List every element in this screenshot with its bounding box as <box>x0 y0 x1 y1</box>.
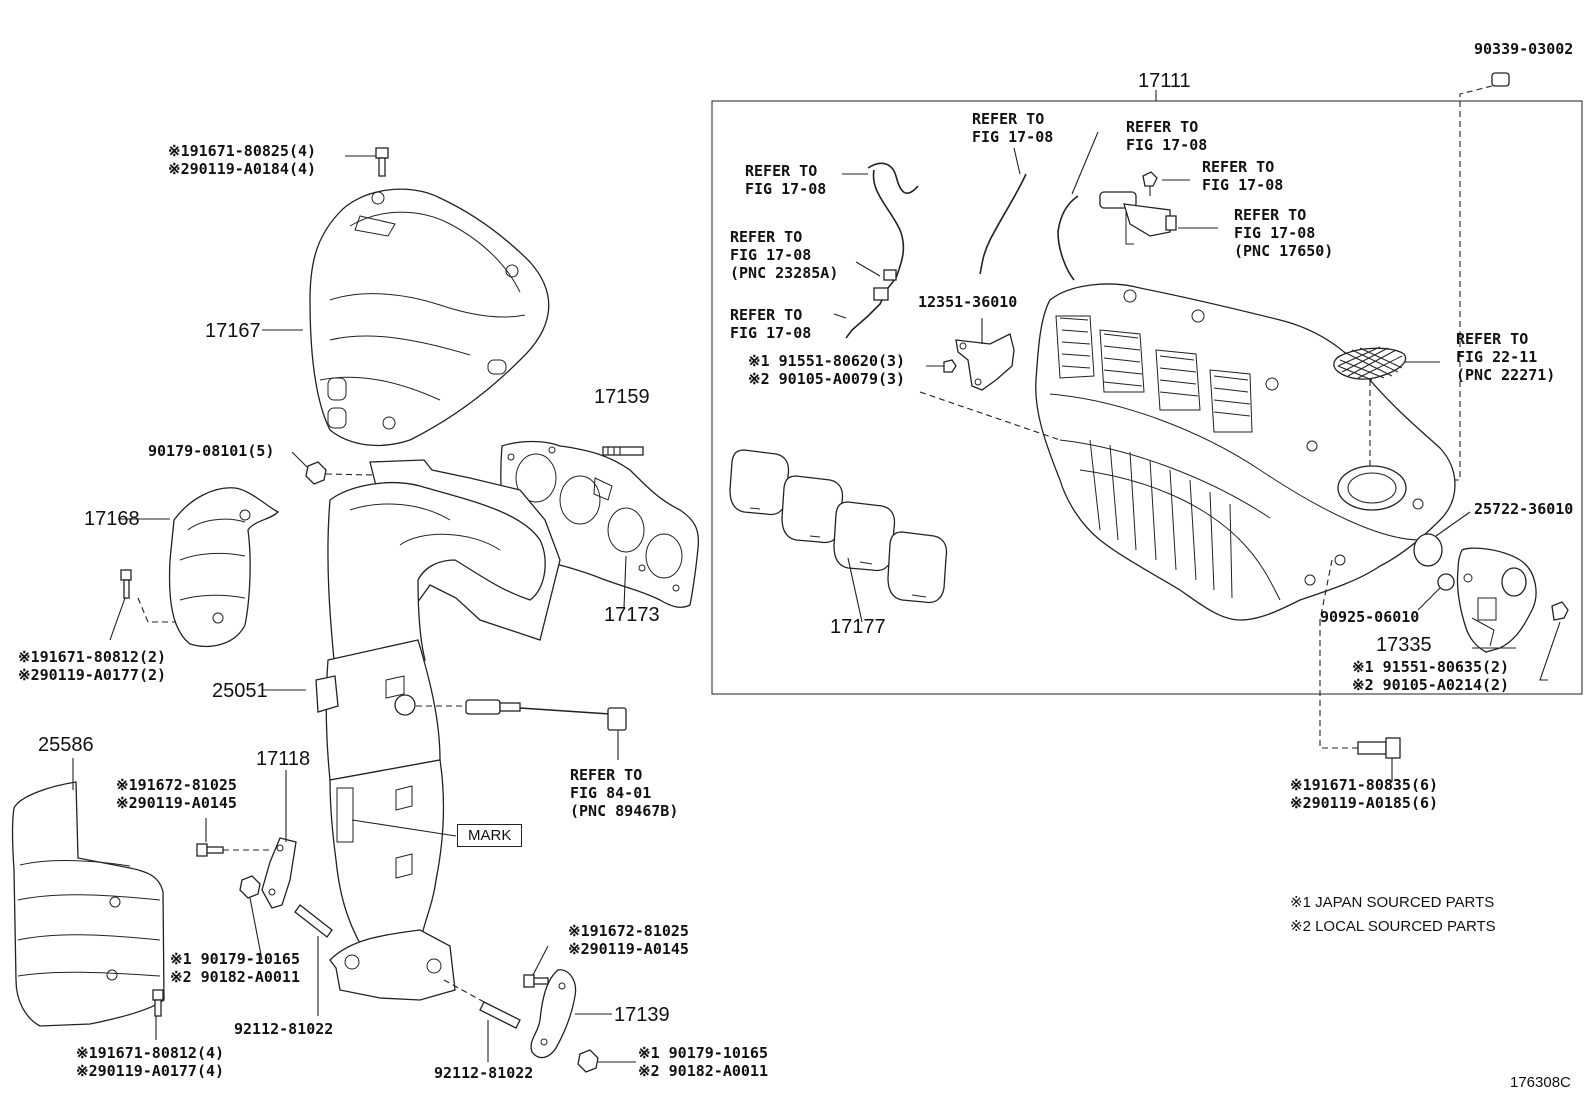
label-bolt-81025-b: ※191672-81025 ※290119-A0145 <box>568 922 689 958</box>
label-nut-10165-a: ※1 90179-10165 ※2 90182-A0011 <box>170 950 300 986</box>
label-bolt-80825: ※191671-80825(4) ※290119-A0184(4) <box>168 142 317 178</box>
label-refer-e: REFER TO FIG 17-08 (PNC 23285A) <box>730 228 839 282</box>
label-gasket-25722: 25722-36010 <box>1474 500 1574 518</box>
bolt-80825 <box>345 147 389 177</box>
label-refer-g: REFER TO FIG 17-08 <box>730 306 812 342</box>
label-bolt-80812-b: ※191671-80812(4) ※290119-A0177(4) <box>76 1044 225 1080</box>
nut-90179-10165-a <box>239 875 263 961</box>
label-12351-36010: 12351-36010 <box>918 293 1018 311</box>
bracket-12351 <box>919 318 1061 441</box>
stud-92112-a <box>294 904 333 1016</box>
bolt-80635 <box>1539 601 1569 681</box>
part-number-25051: 25051 <box>212 680 268 702</box>
hose-b <box>979 147 1027 275</box>
label-refer-c: REFER TO FIG 17-08 <box>1126 118 1208 154</box>
label-stud-92112-a: 92112-81022 <box>234 1020 334 1038</box>
stud-17159 <box>602 446 644 456</box>
heat-insulator-17167 <box>262 188 550 447</box>
insulator-25586 <box>11 758 165 1027</box>
mark-callout: MARK <box>457 824 523 847</box>
part-number-17177: 17177 <box>830 616 886 638</box>
intake-manifold-body <box>1035 283 1456 621</box>
label-nut-10165-b: ※1 90179-10165 ※2 90182-A0011 <box>638 1044 768 1080</box>
label-bolt-80835: ※191671-80835(6) ※290119-A0185(6) <box>1290 776 1439 812</box>
part-number-17167: 17167 <box>205 320 261 342</box>
plug-90339 <box>1320 72 1510 481</box>
label-refer-b: REFER TO FIG 17-08 <box>972 110 1054 146</box>
label-90339-03002: 90339-03002 <box>1474 40 1574 58</box>
part-number-17335: 17335 <box>1376 634 1432 656</box>
label-seal-90925: 90925-06010 <box>1320 608 1420 626</box>
intake-gaskets-17177 <box>729 449 948 623</box>
throttle-body-17335 <box>1456 547 1537 653</box>
bolt-80812-a <box>109 569 175 641</box>
part-number-25586: 25586 <box>38 734 94 756</box>
part-number-17168: 17168 <box>84 508 140 530</box>
part-number-17173: 17173 <box>604 604 660 626</box>
nut-90179-10165-b <box>577 1049 636 1073</box>
label-bolt-80635: ※1 91551-80635(2) ※2 90105-A0214(2) <box>1352 658 1510 694</box>
hose-a <box>833 162 919 339</box>
label-stud-92112-b: 92112-81022 <box>434 1064 534 1082</box>
stud-92112-b <box>443 979 521 1062</box>
bolt-81025-b <box>523 945 549 988</box>
part-number-17111: 17111 <box>1138 70 1191 92</box>
label-refer-22-11: REFER TO FIG 22-11 (PNC 22271) <box>1456 330 1556 384</box>
part-number-17159: 17159 <box>594 386 650 408</box>
part-number-17118: 17118 <box>256 748 311 770</box>
bracket-17139 <box>530 969 612 1059</box>
exhaust-manifold-25051 <box>262 459 561 1001</box>
insulator-17168 <box>118 487 280 647</box>
bolt-80835 <box>1319 559 1401 782</box>
legend-note-1: ※1 JAPAN SOURCED PARTS <box>1290 894 1495 911</box>
diagram-id: 176308C <box>1510 1074 1571 1091</box>
label-refer-d: REFER TO FIG 17-08 <box>1202 158 1284 194</box>
label-refer-84-01: REFER TO FIG 84-01 (PNC 89467B) <box>570 766 679 820</box>
oxygen-sensor <box>416 699 627 760</box>
bolt-80812-b <box>152 989 164 1040</box>
intake-manifold-frame <box>711 100 1583 695</box>
label-bolt-81025-a: ※191672-81025 ※290119-A0145 <box>116 776 237 812</box>
label-refer-a: REFER TO FIG 17-08 <box>745 162 827 198</box>
label-bolt-80620: ※1 91551-80620(3) ※2 90105-A0079(3) <box>748 352 906 388</box>
gasket-mesh-22271 <box>1333 346 1440 470</box>
vsv-17650 <box>1099 171 1218 245</box>
label-nut-90179-08101: 90179-08101(5) <box>148 442 275 460</box>
seal-90925 <box>1417 573 1455 611</box>
bracket-17118 <box>261 770 297 909</box>
part-number-17139: 17139 <box>614 1004 670 1026</box>
label-bolt-80812-a: ※191671-80812(2) ※290119-A0177(2) <box>18 648 167 684</box>
bolt-81025-a <box>196 818 272 857</box>
legend-note-2: ※2 LOCAL SOURCED PARTS <box>1290 918 1496 935</box>
mark-pointer <box>351 819 457 837</box>
hose-c <box>1057 131 1099 281</box>
gasket-25722 <box>1413 511 1471 567</box>
label-refer-f: REFER TO FIG 17-08 (PNC 17650) <box>1234 206 1334 260</box>
